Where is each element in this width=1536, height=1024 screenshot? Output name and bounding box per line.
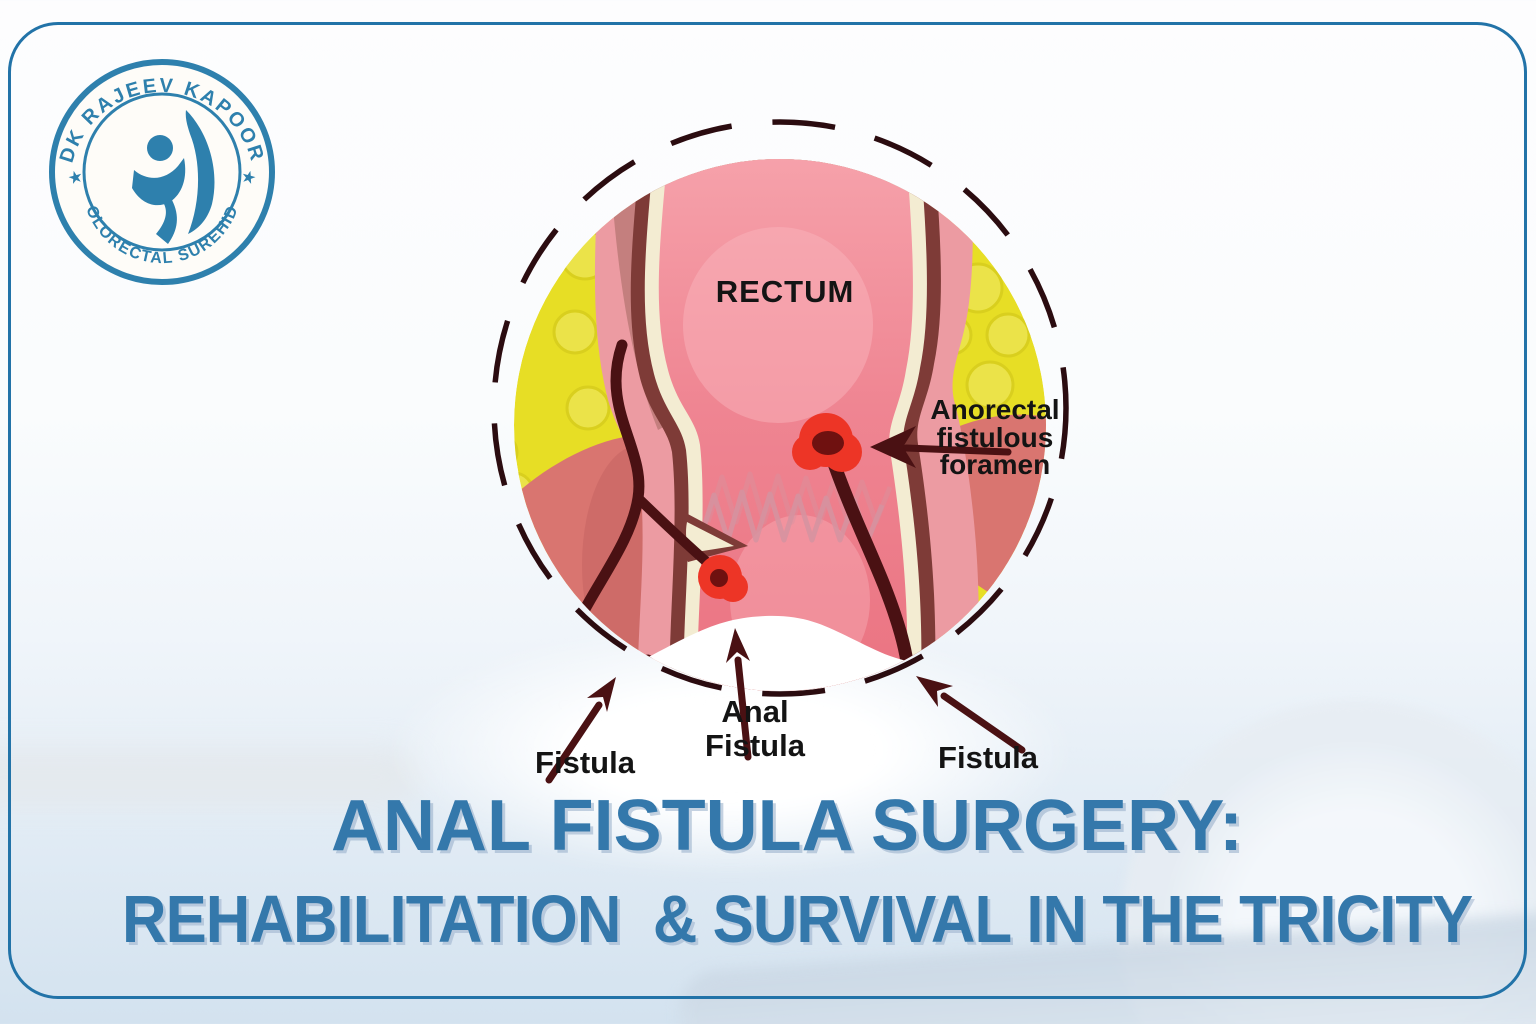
rectum-label: RECTUM bbox=[716, 274, 855, 309]
logo-star-left-icon: ★ bbox=[66, 166, 86, 188]
headline-line1: ANAL FISTULA SURGERY: bbox=[331, 786, 1243, 866]
poster-border-frame bbox=[8, 22, 1527, 999]
anorectal-label-line2: fistulous bbox=[937, 422, 1054, 453]
fistula-left-label: Fistula bbox=[535, 745, 636, 780]
annotation-arrows bbox=[545, 426, 1026, 784]
anal-fistula-diagram: RECTUM Anorectal fistulous foramen Fistu… bbox=[491, 119, 1069, 784]
logo-person-figure-icon bbox=[132, 110, 215, 244]
clinic-logo: DK RAJEEV KAPOOR COLORECTAL SUREHIDE ★ ★ bbox=[48, 58, 275, 285]
anal-fistula-label-line1: Anal bbox=[721, 694, 788, 729]
headline-line2: REHABILITATION & SURVIVAL IN THE TRICITY bbox=[121, 882, 1473, 957]
dashed-outline-circle bbox=[491, 119, 1069, 697]
inflamed-foramen-left bbox=[698, 555, 748, 602]
logo-star-right-icon: ★ bbox=[239, 166, 259, 188]
logo-inner-ring bbox=[82, 92, 242, 252]
tissue-cross-section bbox=[514, 159, 1046, 691]
anal-fistula-label-line2: Fistula bbox=[705, 728, 806, 763]
inflamed-foramen-right bbox=[792, 413, 862, 472]
fistula-right-label: Fistula bbox=[938, 740, 1039, 775]
anorectal-label-line3: foramen bbox=[940, 449, 1050, 480]
anorectal-label-line1: Anorectal bbox=[930, 394, 1059, 425]
